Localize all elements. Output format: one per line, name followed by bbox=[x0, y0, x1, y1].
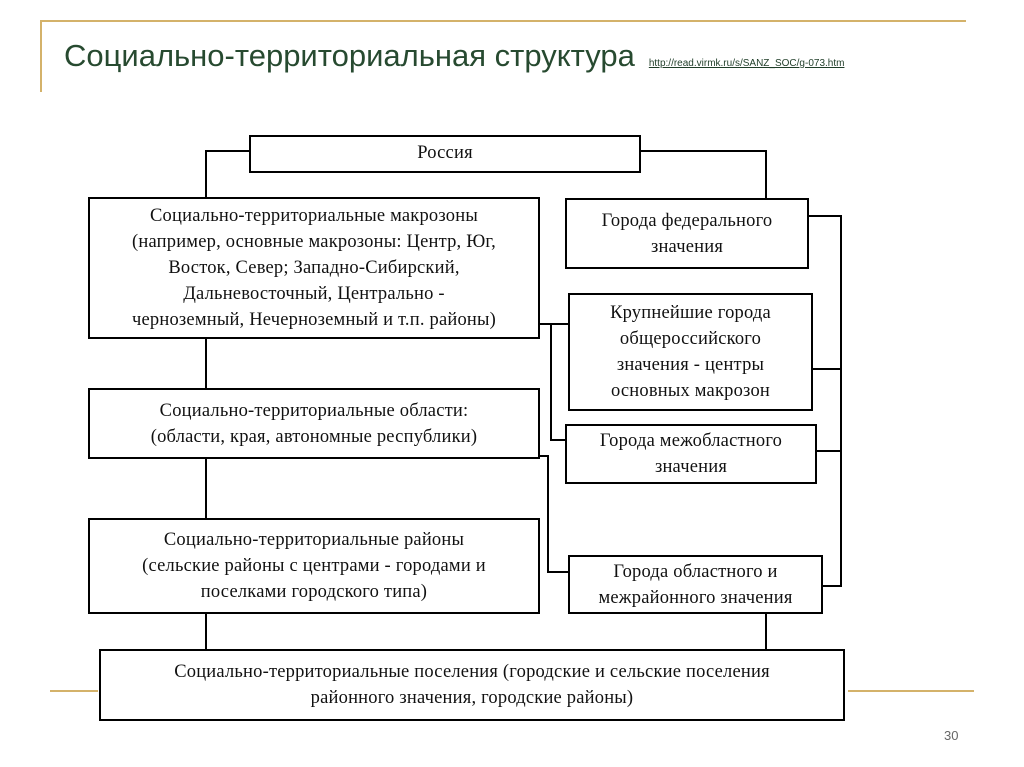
connector-line bbox=[538, 323, 552, 325]
connector-line bbox=[547, 571, 569, 573]
connector-line bbox=[205, 150, 251, 152]
largest-cities-box: Крупнейшие города общероссийского значен… bbox=[568, 293, 813, 411]
box-line: Социально-территориальные поселения (гор… bbox=[174, 662, 770, 682]
source-link[interactable]: http://read.virmk.ru/s/SANZ_SOC/g-073.ht… bbox=[648, 58, 845, 69]
oblasts-box: Социально-территориальные области: (обла… bbox=[88, 388, 540, 459]
bottom-left-decorative-rule bbox=[50, 690, 98, 692]
regional-cities-box: Города областного и межрайонного значени… bbox=[568, 555, 823, 614]
connector-line bbox=[765, 150, 767, 200]
title-row: Социально-территориальная структура http… bbox=[64, 38, 844, 74]
federal-cities-box: Города федерального значения bbox=[565, 198, 809, 269]
box-line: Социально-территориальные макрозоны bbox=[150, 206, 478, 226]
box-line: общероссийского bbox=[619, 329, 762, 349]
connector-line bbox=[550, 323, 570, 325]
districts-box: Социально-территориальные районы (сельск… bbox=[88, 518, 540, 614]
left-decorative-rule bbox=[40, 20, 42, 92]
box-line: Города межобластного bbox=[599, 431, 783, 451]
connector-line bbox=[205, 612, 207, 651]
russia-box: Россия bbox=[249, 135, 641, 173]
box-line: (области, края, автономные республики) bbox=[150, 426, 478, 447]
box-line: (сельские районы с центрами - городами и bbox=[142, 556, 486, 576]
slide-title: Социально-территориальная структура bbox=[64, 38, 635, 73]
box-line: межрайонного значения bbox=[598, 587, 793, 608]
settlements-box: Социально-территориальные поселения (гор… bbox=[99, 649, 845, 721]
connector-line bbox=[205, 457, 207, 519]
connector-line bbox=[538, 455, 549, 457]
connector-line bbox=[550, 323, 552, 441]
box-line: основных макрозон bbox=[610, 381, 771, 401]
box-line: Города федерального bbox=[601, 210, 773, 231]
connector-line bbox=[840, 215, 842, 587]
connector-line bbox=[639, 150, 767, 152]
box-line: Города областного и bbox=[613, 561, 778, 582]
connector-line bbox=[550, 439, 567, 441]
connector-line bbox=[205, 337, 207, 389]
box-line: Россия bbox=[417, 143, 473, 163]
box-line: черноземный, Нечерноземный и т.п. районы… bbox=[131, 310, 497, 330]
connector-line bbox=[808, 215, 842, 217]
box-line: Социально-территориальные районы bbox=[163, 530, 465, 550]
connector-line bbox=[765, 612, 767, 651]
top-decorative-rule bbox=[40, 20, 966, 22]
page-number: 30 bbox=[944, 728, 959, 743]
box-line: Социально-территориальные области: bbox=[159, 400, 469, 421]
bottom-right-decorative-rule bbox=[848, 690, 974, 692]
box-line: значения bbox=[650, 236, 724, 257]
box-line: поселками городского типа) bbox=[200, 582, 428, 602]
box-line: значения bbox=[654, 457, 728, 477]
connector-line bbox=[812, 368, 842, 370]
box-line: районного значения, городские районы) bbox=[310, 688, 634, 708]
connector-line bbox=[205, 150, 207, 198]
interregional-cities-box: Города межобластного значения bbox=[565, 424, 817, 484]
box-line: значения - центры bbox=[616, 355, 765, 375]
box-line: Дальневосточный, Центрально - bbox=[183, 284, 445, 304]
connector-line bbox=[547, 455, 549, 573]
box-line: Восток, Север; Западно-Сибирский, bbox=[168, 258, 460, 278]
connector-line bbox=[822, 585, 842, 587]
box-line: (например, основные макрозоны: Центр, Юг… bbox=[132, 232, 496, 252]
macrozones-box: Социально-территориальные макрозоны (нап… bbox=[88, 197, 540, 339]
connector-line bbox=[816, 450, 842, 452]
box-line: Крупнейшие города bbox=[610, 303, 771, 323]
